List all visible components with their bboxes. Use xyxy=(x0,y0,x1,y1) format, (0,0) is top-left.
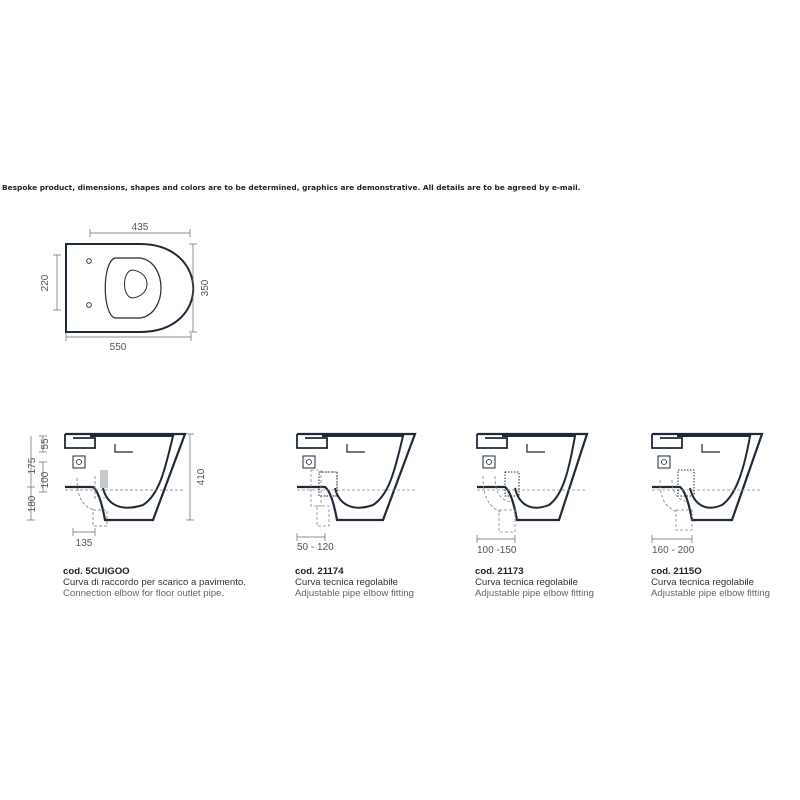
bowl-inner xyxy=(322,435,405,509)
caption-2: cod. 21174 Curva tecnica regolabile Adju… xyxy=(295,566,465,599)
caption-1: cod. 5CUIGOO Curva di raccordo per scari… xyxy=(63,566,248,599)
description-en: Adjustable pipe elbow fitting xyxy=(651,588,770,599)
dim-pipe: 135 xyxy=(76,538,93,549)
dim-pipe: 160 - 200 xyxy=(652,545,695,556)
top-view xyxy=(65,243,195,333)
dim-pipe: 100 -150 xyxy=(477,545,517,556)
bowl-inner xyxy=(90,435,175,509)
bowl-opening xyxy=(124,269,148,299)
ceramic-outline xyxy=(652,432,764,522)
caption-4: cod. 2115O Curva tecnica regolabile Adju… xyxy=(651,566,800,599)
pipe-elbow-dashed xyxy=(65,476,185,527)
side-view-4: 160 - 200 xyxy=(651,432,764,556)
flush-rim xyxy=(64,434,96,449)
ceramic-outline xyxy=(297,432,417,522)
disclaimer-text: Bespoke product, dimensions, shapes and … xyxy=(2,183,581,192)
dim-55: 55 xyxy=(40,438,51,450)
ceramic-outline xyxy=(65,432,187,522)
side-view-2: 50 - 120 xyxy=(296,432,417,553)
dim-width-top: 435 xyxy=(132,222,149,233)
description-en: Adjustable pipe elbow fitting xyxy=(475,588,594,599)
dim-175: 175 xyxy=(27,457,38,474)
dim-100: 100 xyxy=(40,471,51,488)
top-view-dimensions xyxy=(53,229,197,341)
description-it: Curva tecnica regolabile xyxy=(651,577,754,588)
description-it: Curva tecnica regolabile xyxy=(475,577,578,588)
bowl-inner xyxy=(502,435,577,509)
product-code: cod. 21174 xyxy=(295,566,344,577)
dim-depth-left: 220 xyxy=(40,274,51,291)
dim-length-bottom: 550 xyxy=(110,342,127,353)
pipe-elbow-dashed xyxy=(297,469,415,527)
product-code: cod. 5CUIGOO xyxy=(63,566,130,577)
seat-opening xyxy=(104,257,162,319)
product-code: cod. 2115O xyxy=(651,566,702,577)
pipe-elbow-dashed xyxy=(652,479,762,531)
bowl-inner xyxy=(677,435,752,509)
fixing-hole xyxy=(86,302,92,308)
dim-pipe: 50 - 120 xyxy=(297,542,334,553)
dim-depth-right: 350 xyxy=(200,279,211,296)
description-it: Curva di raccordo per scarico a paviment… xyxy=(63,577,246,588)
fixing-hole xyxy=(86,258,92,264)
side-view-3: 100 -150 xyxy=(476,432,589,556)
caption-3: cod. 21173 Curva tecnica regolabile Adju… xyxy=(475,566,645,599)
description-en: Connection elbow for floor outlet pipe. xyxy=(63,588,225,599)
product-code: cod. 21173 xyxy=(475,566,524,577)
ceramic-outline xyxy=(477,432,589,522)
side-view-1: 55 175 100 180 410 135 xyxy=(27,432,207,549)
dim-410: 410 xyxy=(196,468,207,485)
toilet-outline-top xyxy=(65,243,195,333)
description-it: Curva tecnica regolabile xyxy=(295,577,398,588)
pipe-elbow-dashed xyxy=(477,475,587,533)
dim-180: 180 xyxy=(27,495,38,512)
description-en: Adjustable pipe elbow fitting xyxy=(295,588,414,599)
